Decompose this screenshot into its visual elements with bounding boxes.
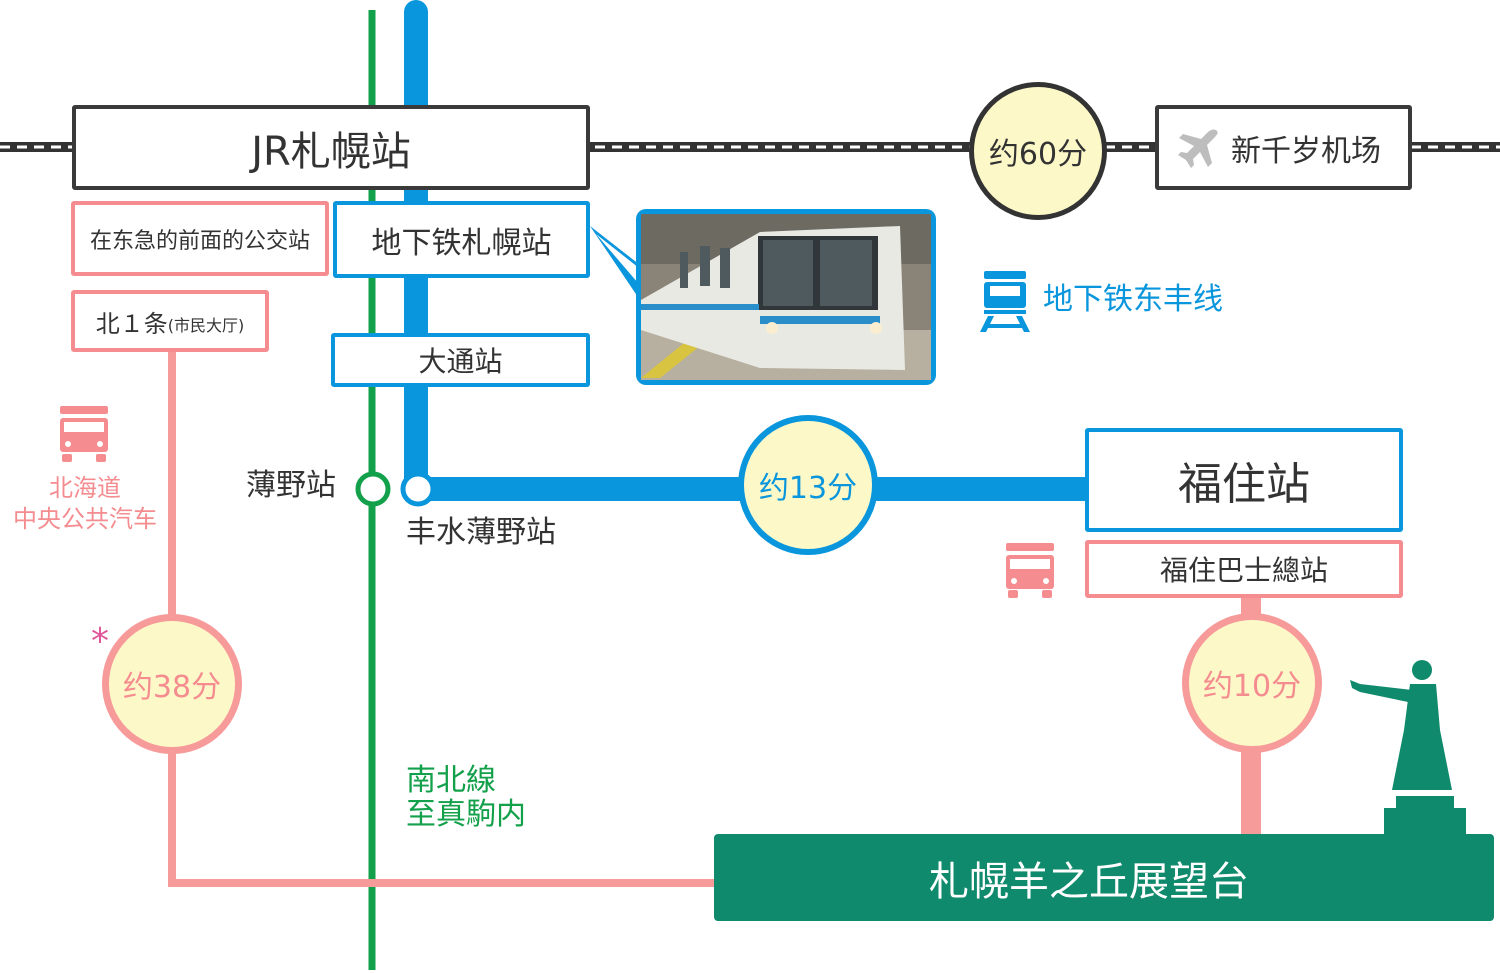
odori-label: 大通站: [418, 345, 503, 378]
asterisk-mark: *: [91, 621, 109, 662]
bus-icon: [1006, 543, 1054, 598]
destination-hitsujigaoka[interactable]: 札幌羊之丘展望台: [714, 834, 1494, 921]
hosui-susukino-label: 丰水薄野站: [406, 515, 556, 550]
susukino-node: [355, 471, 391, 507]
toho-line-label: 地下铁东丰线: [1043, 282, 1223, 317]
kita1jo-label: 北１条: [95, 309, 168, 338]
new-chitose-airport[interactable]: 新千岁机场: [1155, 105, 1412, 190]
destination-label: 札幌羊之丘展望台: [929, 858, 1249, 905]
kita1jo-stop[interactable]: 北１条 (市民大厅): [71, 290, 269, 352]
statue-icon: [1350, 660, 1466, 838]
fukuzumi-label: 福住站: [1178, 459, 1310, 510]
tokyu-bus-stop-label: 在东急的前面的公交站: [89, 228, 310, 254]
train-icon: [980, 271, 1030, 332]
subway-train-photo: [636, 209, 936, 385]
fukuzumi-bus-terminal-label: 福住巴士總站: [1159, 554, 1328, 587]
time-subway-fukuzumi-label: 约13分: [758, 471, 858, 506]
jr-sapporo-station[interactable]: JR札幌站: [72, 105, 590, 190]
new-chitose-label: 新千岁机场: [1231, 133, 1381, 169]
time-jr-airport: 约60分: [969, 82, 1107, 220]
chuo-bus-label-1: 北海道: [49, 474, 121, 502]
time-bus-chuo-label: 约38分: [122, 670, 222, 705]
subway-sapporo-station[interactable]: 地下铁札幌站: [333, 201, 590, 278]
fukuzumi-station[interactable]: 福住站: [1085, 428, 1403, 532]
kita1jo-note: (市民大厅): [167, 316, 245, 335]
tokyu-bus-stop[interactable]: 在东急的前面的公交站: [71, 201, 329, 276]
hosui-susukino-node: [400, 471, 436, 507]
time-subway-fukuzumi: 约13分: [738, 415, 878, 555]
bus-icon: [60, 406, 108, 462]
chuo-bus-route: [168, 350, 720, 887]
namboku-line-label-2: 至真駒内: [406, 797, 526, 832]
subway-sapporo-label: 地下铁札幌站: [371, 225, 552, 261]
susukino-label: 薄野站: [246, 468, 336, 503]
time-bus-fukuzumi-label: 约10分: [1202, 669, 1302, 704]
jr-sapporo-label: JR札幌站: [251, 128, 411, 175]
odori-station[interactable]: 大通站: [331, 333, 590, 387]
time-bus-chuo: 约38分: [102, 614, 242, 754]
namboku-line-label-1: 南北線: [406, 763, 496, 798]
fukuzumi-bus-terminal[interactable]: 福住巴士總站: [1085, 540, 1403, 598]
time-jr-airport-label: 约60分: [988, 137, 1088, 172]
time-bus-fukuzumi: 约10分: [1182, 613, 1322, 753]
airplane-icon: [1178, 129, 1218, 168]
photo-pointer: [590, 226, 640, 300]
chuo-bus-label-2: 中央公共汽车: [13, 505, 157, 533]
